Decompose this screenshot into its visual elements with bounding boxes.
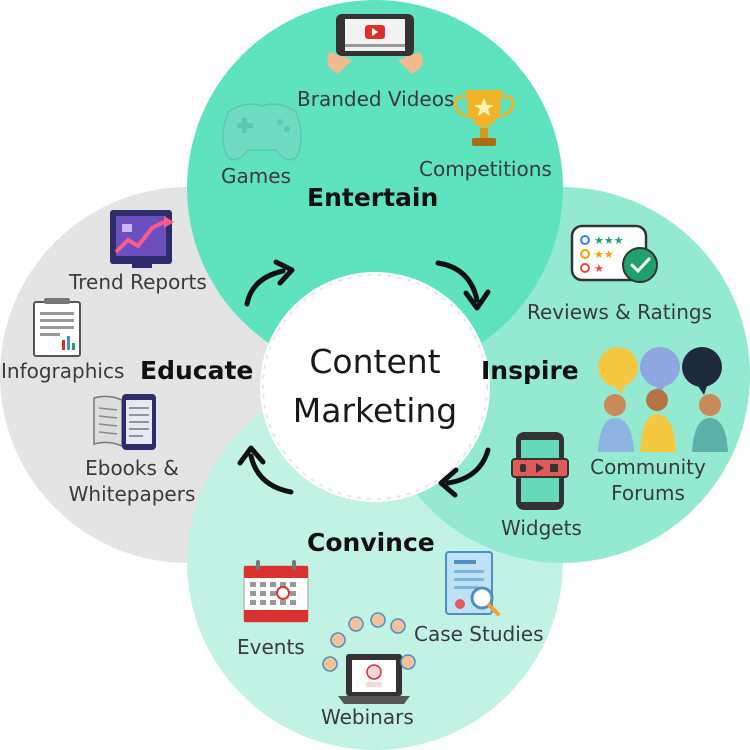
trend-reports-label: Trend Reports	[69, 270, 207, 294]
rating-card-icon: ★★★ ★★ ★	[570, 224, 658, 283]
games-label: Games	[221, 164, 291, 188]
center-circle-brush	[262, 274, 488, 500]
arrow-inspire-to-convince	[445, 447, 491, 486]
calendar-icon	[243, 560, 309, 623]
svg-text:★★★: ★★★	[594, 234, 624, 247]
webinars-label: Webinars	[321, 705, 414, 729]
trophy-icon	[453, 90, 515, 146]
forums-label: Forums	[611, 481, 685, 505]
laptop-webinar-icon	[322, 612, 416, 704]
convince-heading: Convince	[307, 528, 435, 557]
arrow-entertain-to-inspire	[435, 260, 480, 303]
widgets-label: Widgets	[501, 516, 582, 540]
svg-text:★: ★	[594, 262, 604, 275]
center-circle	[260, 272, 490, 502]
center-title-line1: Content	[309, 342, 441, 381]
educate-heading: Educate	[140, 356, 254, 385]
branded-videos-label: Branded Videos	[297, 87, 455, 111]
reviews-ratings-label: Reviews & Ratings	[527, 300, 712, 324]
ebooks-label: Ebooks &	[85, 456, 179, 480]
cycle-arrows	[237, 259, 491, 498]
phone-widget-icon	[511, 432, 569, 510]
case-study-icon	[445, 551, 500, 616]
trend-chart-icon	[110, 210, 174, 268]
community-label: Community	[590, 455, 706, 479]
ebooks-whitepapers-label: Ebooks & Whitepapers	[66, 455, 198, 507]
arrow-convince-to-educate	[248, 453, 294, 495]
people-chat-icon	[598, 347, 728, 452]
gamepad-icon	[222, 103, 302, 161]
case-studies-label: Case Studies	[414, 622, 544, 646]
inspire-heading: Inspire	[481, 356, 579, 385]
ebook-icon	[93, 394, 156, 450]
whitepapers-label: Whitepapers	[68, 482, 196, 506]
tablet-video-icon	[327, 14, 423, 74]
center-title-line2: Marketing	[292, 391, 458, 430]
center-title: Content Marketing	[275, 337, 475, 435]
infographics-label: Infographics	[1, 359, 125, 383]
svg-text:★★: ★★	[594, 248, 614, 261]
competitions-label: Competitions	[419, 157, 552, 181]
events-label: Events	[237, 635, 305, 659]
arrow-educate-to-entertain	[244, 268, 286, 307]
infographic-icon	[33, 298, 81, 357]
community-forums-label: Community Forums	[590, 454, 706, 506]
entertain-heading: Entertain	[307, 183, 439, 212]
